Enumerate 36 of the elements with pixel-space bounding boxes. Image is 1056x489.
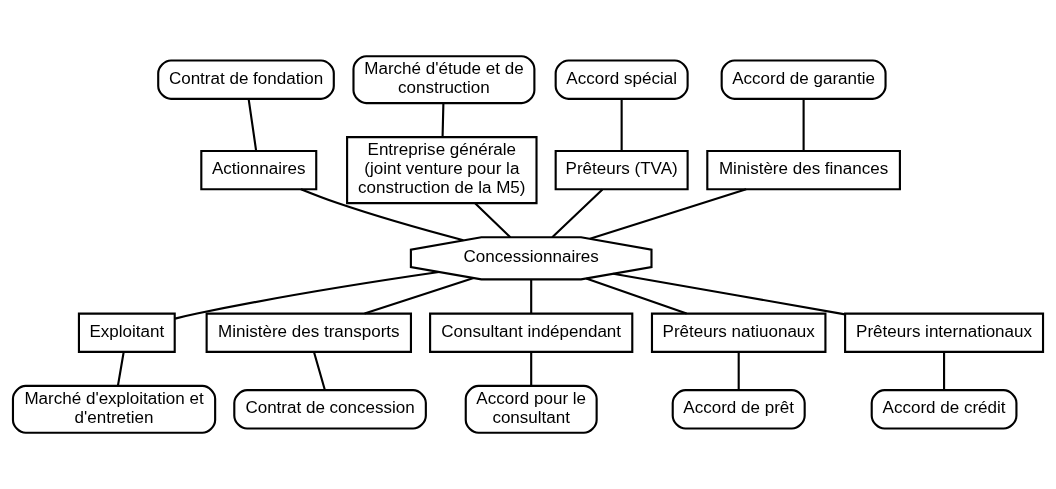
node-box: Accord de garantie bbox=[720, 59, 887, 100]
connector bbox=[441, 103, 445, 138]
node-box: Actionnaires bbox=[200, 149, 318, 191]
connector bbox=[474, 202, 512, 238]
connector bbox=[737, 352, 740, 391]
connector bbox=[364, 277, 474, 315]
connector bbox=[589, 188, 747, 240]
connector bbox=[116, 352, 125, 386]
node-box: Marché d'exploitation et d'entretien bbox=[11, 384, 217, 434]
connector bbox=[174, 271, 440, 320]
node-box: Accord spécial bbox=[554, 59, 689, 100]
node-box: Prêteurs natiuonaux bbox=[650, 312, 827, 353]
connector bbox=[585, 277, 687, 315]
node-box: Contrat de fondation bbox=[157, 59, 335, 100]
connector bbox=[802, 99, 805, 151]
node-box: Prêteurs internationaux bbox=[844, 312, 1045, 353]
connector bbox=[530, 279, 533, 314]
connector bbox=[613, 272, 846, 316]
node-box: Accord de crédit bbox=[870, 389, 1018, 430]
connector bbox=[530, 352, 533, 386]
connector bbox=[313, 351, 326, 391]
connector bbox=[943, 352, 946, 391]
node-box: Contrat de concession bbox=[233, 389, 427, 430]
node-box: Consultant indépendant bbox=[429, 312, 634, 353]
node-box: Ministère des finances bbox=[706, 149, 901, 191]
node-box: Marché d'étude et de construction bbox=[352, 55, 536, 105]
node-box: Accord pour le consultant bbox=[464, 384, 598, 434]
connector bbox=[300, 188, 464, 242]
connector bbox=[551, 188, 604, 238]
node-box: Prêteurs (TVA) bbox=[554, 149, 689, 191]
node-box: Accord de prêt bbox=[671, 389, 806, 430]
connector bbox=[247, 98, 258, 151]
connector bbox=[620, 99, 623, 151]
node-box: Ministère des transports bbox=[205, 312, 412, 353]
node-box: Entreprise générale (joint venture pour la construction de la M5) bbox=[346, 136, 538, 205]
node-box: Exploitant bbox=[77, 312, 176, 353]
